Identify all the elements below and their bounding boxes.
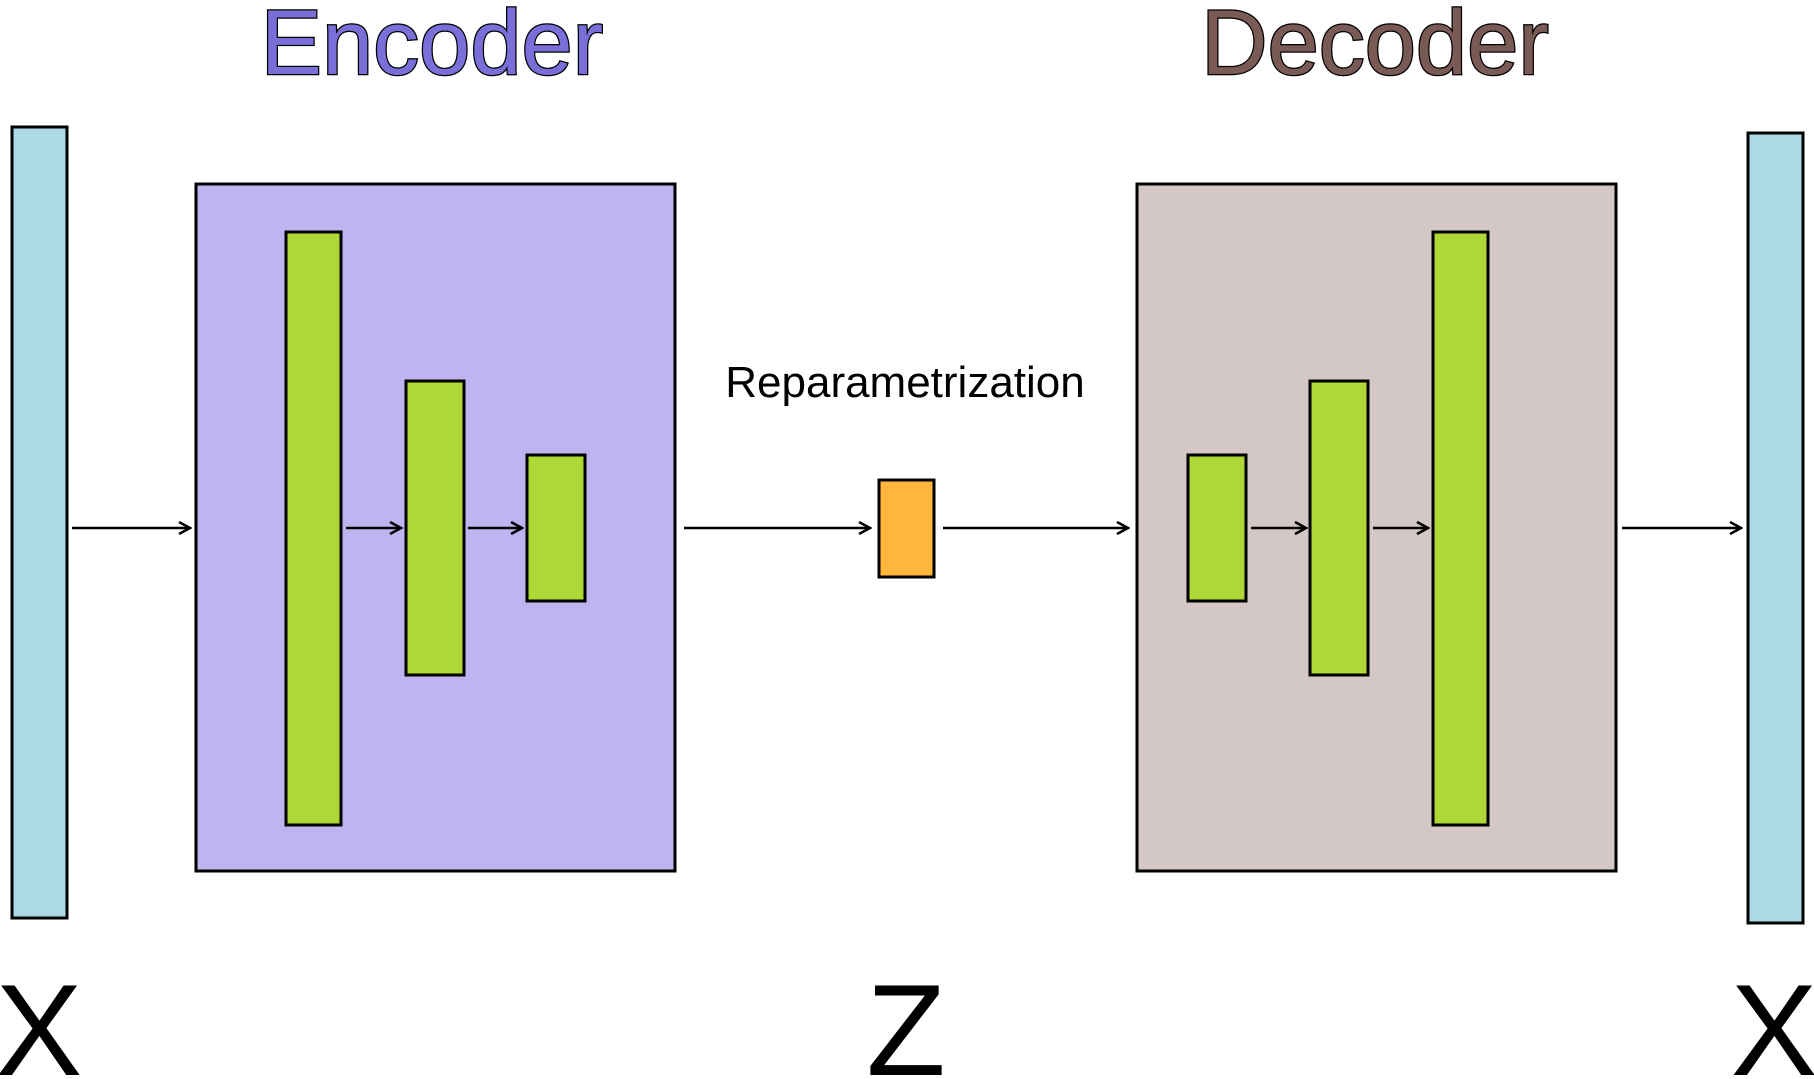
input-variable-label: X	[0, 957, 82, 1079]
decoder-layer-2	[1308, 379, 1370, 677]
decoder-layer-1	[1186, 453, 1248, 603]
latent-variable-label: Z	[866, 957, 945, 1079]
output-variable-label: X	[1731, 957, 1814, 1079]
decoder-layer-3	[1431, 230, 1490, 827]
encoder-layer-1	[284, 230, 343, 827]
encoder-layer-3	[525, 453, 587, 603]
latent-z-box	[877, 478, 936, 579]
encoder-title: Encoder	[261, 0, 604, 94]
decoder-title: Decoder	[1201, 0, 1549, 94]
input-vector	[10, 125, 69, 920]
output-vector	[1746, 131, 1805, 925]
reparametrization-label: Reparametrization	[725, 358, 1085, 407]
encoder-layer-2	[404, 379, 466, 677]
